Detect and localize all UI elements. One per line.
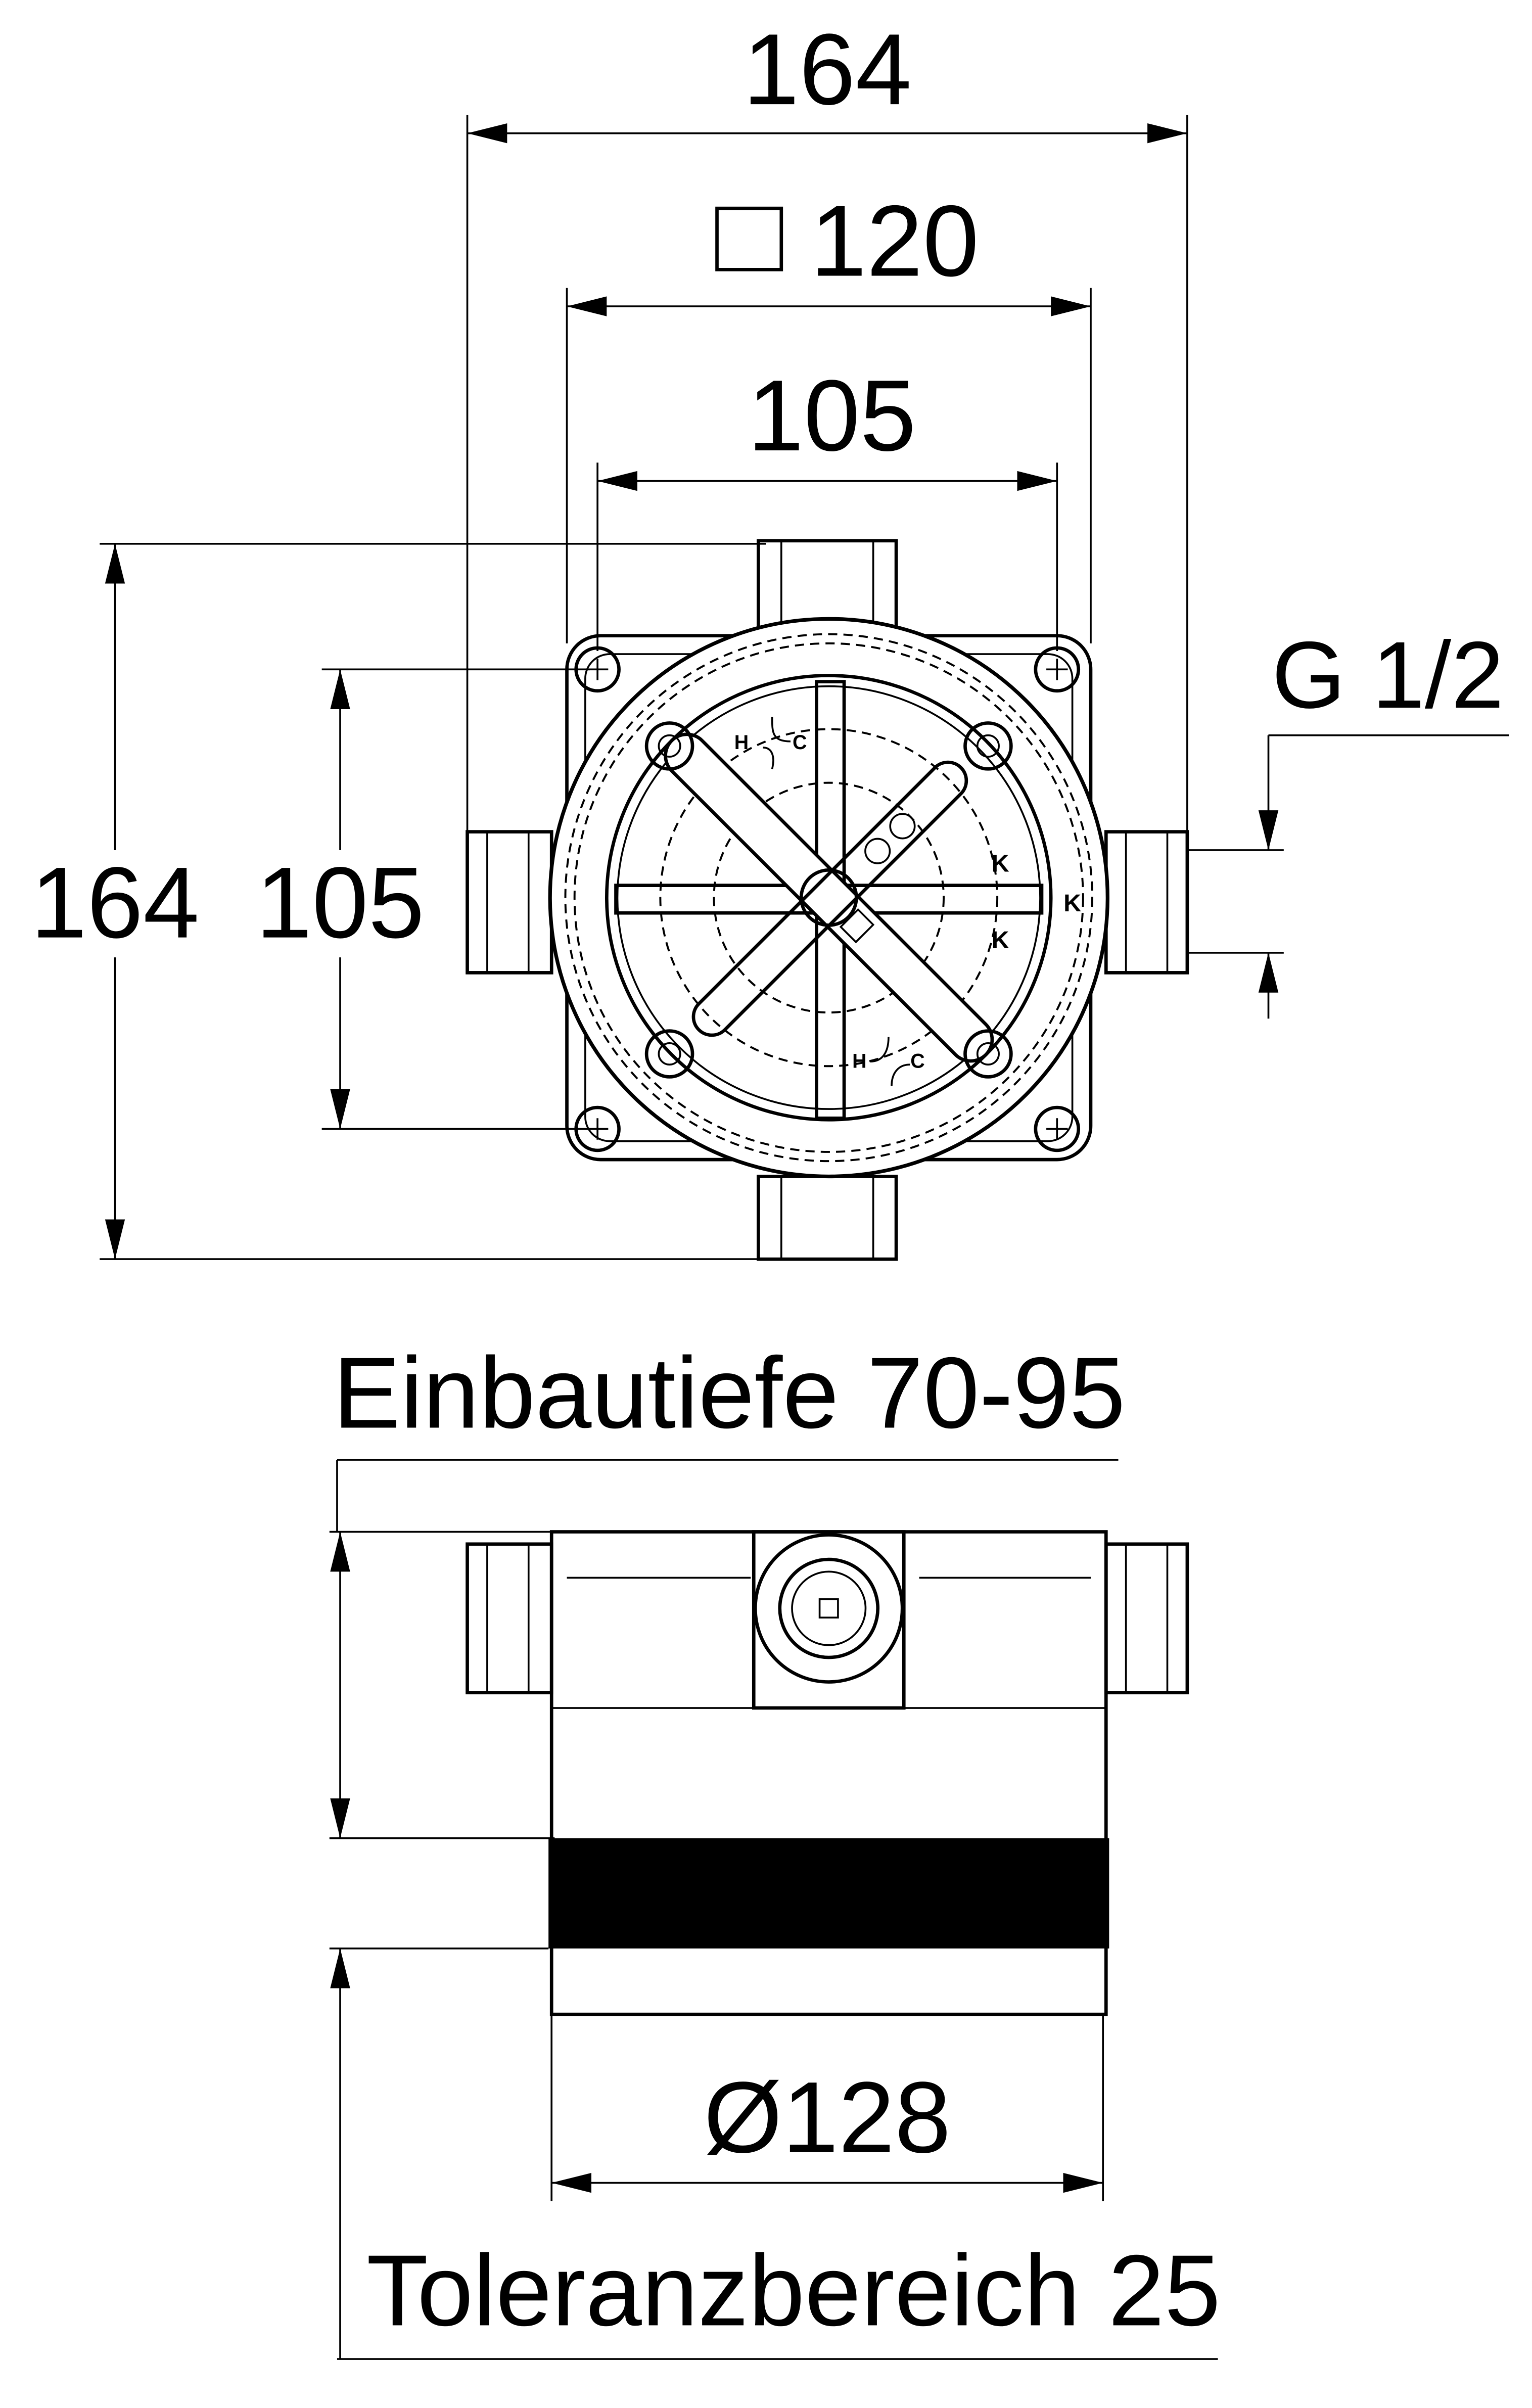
dimension-thread: G 1/2: [1187, 622, 1509, 1019]
hot-marking-top: H: [734, 731, 749, 754]
dimension-overall-width: 164: [466, 13, 1188, 843]
hole-spacing-v-label: 105: [256, 847, 425, 959]
flow-markings: H C H C K K K: [734, 717, 1081, 1086]
thread-label: G 1/2: [1272, 622, 1504, 728]
hole-spacing-h-label: 105: [748, 359, 916, 472]
overall-height-label: 164: [31, 847, 200, 959]
left-nut-side: [466, 1542, 553, 1695]
dimension-hole-spacing-vertical: 105: [256, 668, 590, 1130]
dimension-hole-spacing-horizontal: 105: [596, 359, 1058, 651]
dimension-install-depth: Einbautiefe 70-95: [329, 1336, 1126, 1839]
dimension-overall-height: 164: [31, 543, 766, 1260]
screws: [644, 721, 1013, 1079]
k-marking-3: K: [992, 927, 1009, 954]
corner-holes: [574, 646, 1081, 1152]
dimension-square-size: 120: [566, 184, 1092, 643]
diameter-label: Ø128: [704, 2061, 951, 2174]
cold-marking-bottom: C: [910, 1050, 924, 1072]
left-fitting: [466, 830, 553, 975]
dimension-tolerance: Toleranzbereich 25: [329, 1948, 1221, 2360]
install-depth-label: Einbautiefe 70-95: [333, 1336, 1126, 1449]
bottom-nut: [757, 1175, 898, 1261]
flow-arrow-icon: [763, 717, 791, 769]
right-fitting: [1104, 830, 1189, 975]
k-marking-2: K: [1063, 890, 1081, 917]
outlet-nipple: [753, 1533, 904, 1684]
dimension-diameter: Ø128: [550, 2014, 1104, 2201]
mounting-box-side-view: [466, 1530, 1189, 2016]
k-marking-1: K: [992, 850, 1009, 877]
main-arm: [664, 732, 994, 1063]
top-nut: [757, 539, 898, 630]
square-symbol-icon: [715, 206, 783, 271]
cold-marking-top: C: [793, 731, 807, 754]
mounting-box-top-view: H C H C K K K: [466, 539, 1189, 1261]
flow-arrow-icon: [870, 1037, 910, 1086]
tolerance-label: Toleranzbereich 25: [366, 2234, 1221, 2347]
square-size-label: 120: [810, 184, 979, 297]
overall-width-label: 164: [743, 13, 912, 126]
hot-marking-bottom: H: [852, 1050, 866, 1072]
cross-arm: [691, 760, 968, 1037]
tolerance-band: [548, 1838, 1109, 1949]
right-nut-side: [1104, 1542, 1189, 1695]
